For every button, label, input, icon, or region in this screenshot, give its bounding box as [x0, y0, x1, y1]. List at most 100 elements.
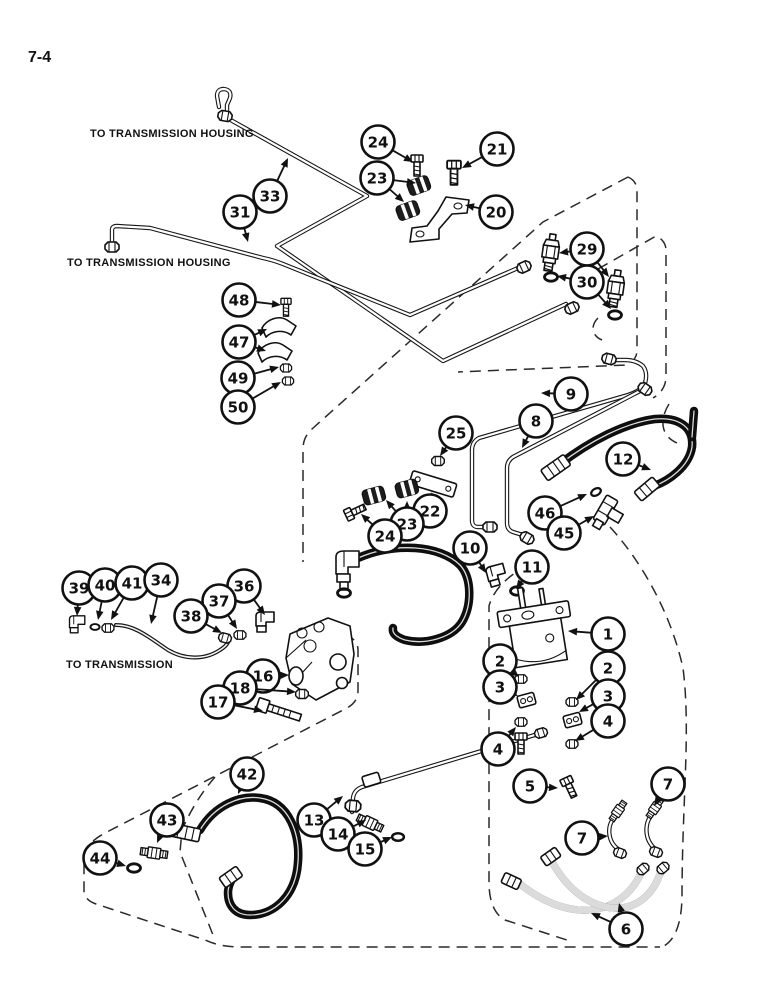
callout-29-6: 29 — [559, 231, 609, 277]
callout-number-24: 24 — [375, 528, 396, 546]
callout-circle-12 — [605, 441, 641, 477]
callout-number-25: 25 — [446, 425, 467, 443]
callout-number-7: 7 — [663, 776, 673, 794]
fitting-38 — [217, 631, 233, 645]
tube31-end-nut — [514, 258, 534, 276]
callout-circle-47 — [221, 324, 257, 360]
callout-number-4: 4 — [603, 713, 613, 731]
elbow-10 — [484, 562, 509, 589]
tube7b-bottom-nut — [647, 844, 665, 860]
callout-circle-38 — [173, 598, 209, 634]
callout-37-45: 37 — [201, 583, 237, 629]
bolt-5 — [558, 774, 581, 801]
callout-33-0: 33 — [252, 158, 288, 214]
oring-30b — [607, 309, 623, 321]
callout-14-38: 14 — [320, 816, 366, 852]
tube-13-core — [350, 732, 540, 814]
phantom-panel-left-edge — [302, 176, 629, 562]
callout-number-34: 34 — [151, 572, 172, 590]
clamp-23-top-2 — [394, 199, 422, 222]
callout-number-10: 10 — [460, 540, 481, 558]
callout-number-1: 1 — [603, 626, 613, 644]
callout-circle-33 — [252, 178, 288, 214]
callout-number-14: 14 — [328, 826, 349, 844]
tube13-end-nut — [532, 726, 550, 740]
check-valve-29a — [539, 232, 562, 273]
callout-number-21: 21 — [487, 141, 508, 159]
hose-center — [353, 543, 474, 646]
nut-18 — [294, 688, 310, 700]
fitting-43 — [139, 845, 169, 861]
callout-number-18: 18 — [230, 680, 251, 698]
callout-circle-45 — [546, 515, 582, 551]
nut-41 — [101, 623, 115, 633]
washer-40 — [89, 623, 101, 631]
callout-number-6: 6 — [621, 921, 631, 939]
tube9-bottom-nut — [482, 521, 498, 533]
callout-circle-44 — [82, 840, 118, 876]
fitting-3-right — [562, 711, 583, 729]
callout-circle-6 — [608, 911, 644, 947]
center-hose-elbow — [335, 550, 360, 591]
clamp-23-mid-1 — [360, 484, 388, 507]
callout-number-20: 20 — [486, 204, 507, 222]
fitting-3-left — [516, 691, 537, 709]
clamp-23-top-1 — [405, 174, 433, 197]
callout-number-37: 37 — [209, 593, 230, 611]
callout-40-41: 40 — [87, 567, 123, 620]
callout-circle-24 — [367, 518, 403, 554]
tube7a-bottom-nut — [611, 845, 629, 861]
callout-42-34: 42 — [229, 756, 265, 794]
oring-44 — [126, 862, 142, 874]
hose-center-core — [357, 547, 470, 643]
callout-38-46: 38 — [173, 598, 222, 634]
callout-15-39: 15 — [347, 831, 392, 867]
callout-circle-11 — [514, 549, 550, 585]
callout-7-31: 7 — [650, 766, 686, 806]
callout-circle-9 — [553, 376, 589, 412]
callout-number-38: 38 — [181, 608, 202, 626]
callout-number-30: 30 — [577, 274, 598, 292]
callout-number-48: 48 — [229, 292, 250, 310]
fitting-37 — [233, 630, 247, 640]
hose12-left-fitting — [540, 454, 571, 481]
tube13-sleeve — [361, 771, 382, 788]
plate-22 — [408, 470, 458, 498]
callout-circle-37 — [201, 583, 237, 619]
nut-50 — [281, 376, 295, 386]
callout-44-36: 44 — [82, 840, 126, 876]
callout-number-42: 42 — [237, 766, 258, 784]
hose-6a-core — [516, 871, 644, 914]
tube31-nut — [104, 241, 120, 253]
callout-number-2: 2 — [603, 660, 613, 678]
hose-42 — [195, 793, 303, 920]
callout-3-25: 3 — [482, 669, 518, 705]
callout-23-4: 23 — [359, 160, 416, 202]
callout-circle-3 — [482, 669, 518, 705]
callout-34-43: 34 — [143, 562, 179, 624]
clip-47-lower — [257, 342, 293, 363]
callout-number-45: 45 — [554, 525, 575, 543]
washer-2-right — [565, 697, 579, 707]
callout-number-29: 29 — [577, 241, 598, 259]
callout-number-44: 44 — [90, 850, 111, 868]
callout-8-13: 8 — [518, 403, 554, 448]
seal-46 — [588, 485, 604, 499]
washer-4-left — [514, 717, 528, 727]
callout-circle-24 — [360, 124, 396, 160]
callout-number-43: 43 — [157, 812, 178, 830]
callout-circle-30 — [569, 264, 605, 300]
callout-4-28: 4 — [575, 703, 626, 741]
callout-6-33: 6 — [591, 903, 644, 947]
phantom-lower-right-sweep — [609, 526, 688, 948]
callout-50-11: 50 — [220, 382, 281, 425]
clip-47-upper — [261, 317, 297, 338]
small-parts — [68, 109, 672, 891]
clamp-23-mid-2 — [393, 477, 421, 500]
callout-24-18: 24 — [361, 514, 403, 554]
callout-number-33: 33 — [260, 188, 281, 206]
callout-number-23: 23 — [367, 170, 388, 188]
hose-12-tip-core — [691, 410, 695, 438]
